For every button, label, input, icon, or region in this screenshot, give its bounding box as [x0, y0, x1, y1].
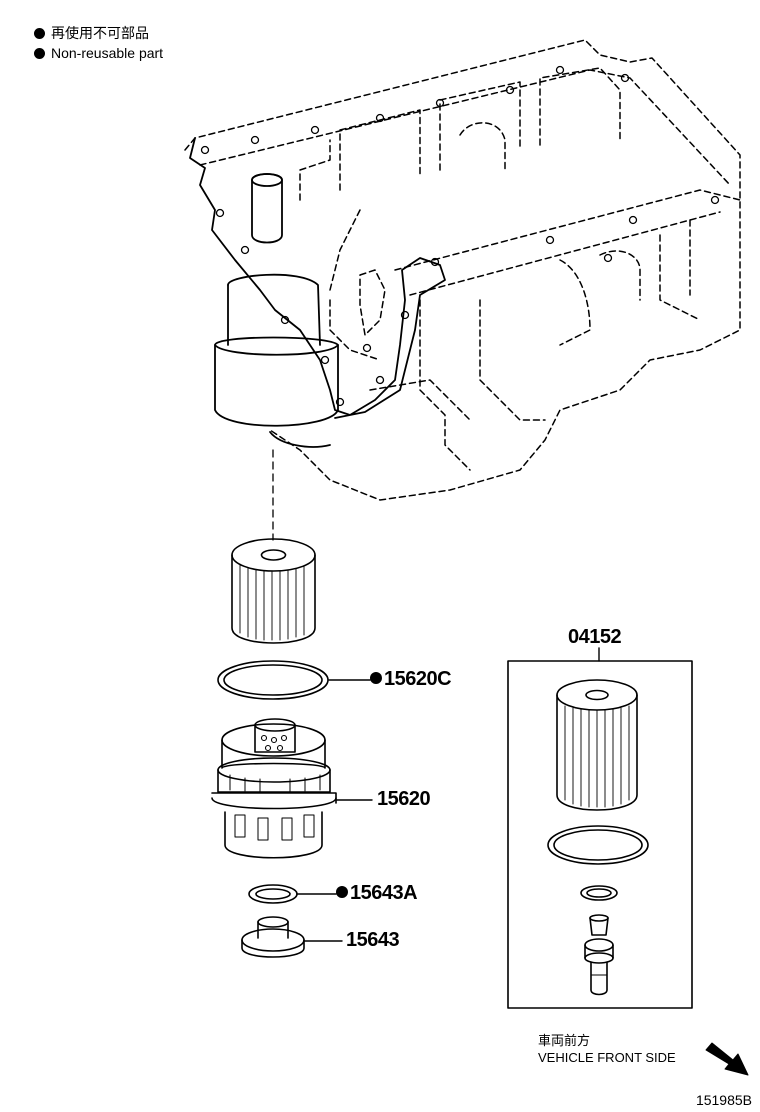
vehicle-front-en: VEHICLE FRONT SIDE — [538, 1050, 676, 1065]
filter-element — [231, 538, 316, 644]
kit-04152-box — [507, 647, 693, 1009]
legend-ja-text: 再使用不可部品 — [51, 25, 149, 41]
vehicle-front-ja: 車両前方 — [538, 1033, 591, 1048]
kit-washer — [580, 885, 618, 901]
drain-plug-15643 — [241, 916, 343, 958]
washer-15643a — [248, 884, 337, 904]
kit-o-ring — [547, 825, 649, 865]
part-number-15643: 15643 — [346, 929, 400, 951]
callout-15643a: 15643A — [336, 882, 418, 905]
legend-non-reusable-en: Non-reusable part — [34, 45, 163, 61]
part-number-15620: 15620 — [377, 788, 431, 810]
non-reusable-dot-icon — [34, 27, 45, 39]
part-number-04152: 04152 — [568, 626, 622, 648]
callout-15620: 15620 — [377, 788, 431, 811]
part-number-15643a: 15643A — [350, 882, 418, 904]
flange-bolt-holes — [200, 65, 720, 407]
non-reusable-dot-icon — [370, 672, 382, 684]
filter-cap-15620 — [211, 718, 373, 859]
vehicle-front-label: 車両前方 VEHICLE FRONT SIDE — [538, 1032, 676, 1066]
o-ring-gasket-15620c — [217, 660, 371, 700]
legend-en-text: Non-reusable part — [51, 45, 164, 61]
legend-non-reusable-ja: 再使用不可部品 — [34, 25, 149, 41]
diagram-reference-id: 151985B — [695, 1092, 752, 1108]
callout-04152: 04152 — [568, 626, 622, 649]
vehicle-front-arrow-icon — [705, 1042, 749, 1076]
non-reusable-dot-icon — [34, 47, 45, 59]
kit-drain-valve — [584, 914, 614, 996]
non-reusable-dot-icon — [336, 886, 348, 898]
engine-filter-mount — [214, 173, 339, 448]
callout-15620c: 15620C — [370, 668, 452, 691]
part-number-15620c: 15620C — [384, 668, 452, 690]
engine-flange — [189, 137, 446, 419]
kit-filter-element — [556, 679, 638, 811]
engine-block-outline — [184, 39, 741, 501]
callout-15643: 15643 — [346, 929, 400, 952]
